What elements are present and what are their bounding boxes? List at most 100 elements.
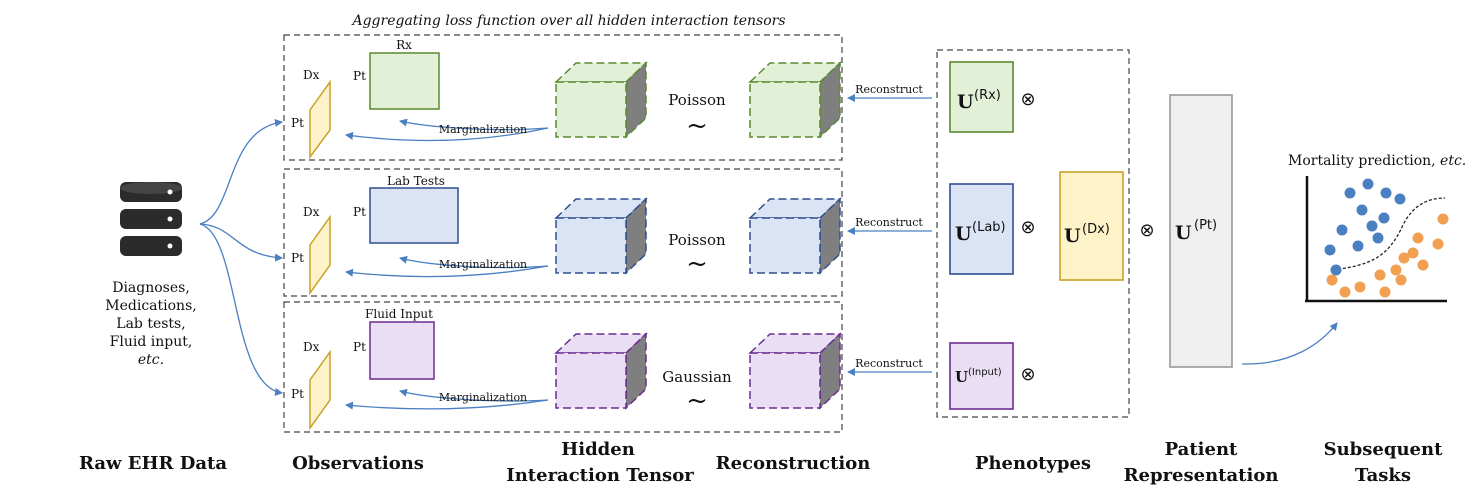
blue-point (1324, 244, 1336, 256)
orange-point (1398, 252, 1410, 264)
dx-phenotype-box (1059, 171, 1124, 281)
stage-patient-line2: Representation (1124, 465, 1279, 486)
blue-point (1380, 187, 1392, 199)
obs-label: Fluid Input (365, 307, 433, 321)
blue-point (1330, 264, 1342, 276)
arrow-db-to-input (199, 223, 283, 396)
patient-sup: (Pt) (1194, 218, 1217, 233)
phenotype-u: U (955, 223, 972, 245)
orange-point (1395, 274, 1407, 286)
orange-point (1354, 281, 1366, 293)
arrow-to-task (1241, 322, 1338, 365)
observation-matrix (369, 187, 459, 244)
phenotype-u: U (957, 91, 974, 113)
raw-data-line: Fluid input, (110, 334, 193, 350)
panel-rx: Dx Pt Pt Rx Poisson ~ Marginalization Re… (291, 38, 1036, 160)
task-title-main: Mortality prediction, (1288, 153, 1440, 169)
orange-point (1407, 247, 1419, 259)
panel-frame-rx (283, 34, 843, 161)
orange-point (1339, 286, 1351, 298)
stage-subsequent-line2: Tasks (1355, 465, 1411, 486)
stage-hidden-line1: Hidden (561, 439, 635, 460)
stage-observations: Observations (292, 453, 424, 474)
panel-input: Dx Pt Pt Fluid Input Gaussian ~ Marginal… (291, 307, 1036, 431)
marginalization-label: Marginalization (439, 123, 527, 136)
otimes-symbol: ⊗ (1139, 220, 1154, 241)
otimes-symbol: ⊗ (1020, 217, 1035, 238)
obs-label: Lab Tests (387, 174, 445, 188)
marginalization-arrow (399, 255, 549, 269)
blue-point (1352, 240, 1364, 252)
phenotype-sup: (Rx) (974, 88, 1001, 103)
dx-phenotype-u: U (1064, 225, 1081, 247)
blue-dots (1324, 178, 1406, 276)
dx-slab (309, 79, 331, 160)
phenotype-u: U (955, 368, 968, 386)
orange-point (1432, 238, 1444, 250)
arrow-db-to-rx (199, 119, 283, 225)
matrix-row-label: Pt (353, 69, 366, 83)
phenotype-sup: (Lab) (972, 220, 1006, 235)
tilde: ~ (686, 111, 708, 141)
otimes-symbol: ⊗ (1020, 89, 1035, 110)
blue-point (1362, 178, 1374, 190)
patient-representation: U (Pt) (1169, 94, 1233, 368)
raw-data-line: Diagnoses, (112, 280, 190, 296)
orange-point (1379, 286, 1391, 298)
raw-data-text: Diagnoses, Medications, Lab tests, Fluid… (105, 280, 196, 368)
hidden-tensor-cube (554, 197, 648, 275)
marginalization-arrow (399, 388, 549, 402)
marginalization-arrow (399, 118, 549, 131)
database-icon (120, 182, 182, 256)
phenotype-box (949, 183, 1014, 275)
obs-label: Rx (396, 38, 412, 52)
blue-point (1394, 193, 1406, 205)
distribution-label: Poisson (668, 91, 726, 109)
stage-labels: Raw EHR Data Observations Hidden Interac… (79, 439, 1443, 486)
reconstruction-cube (748, 332, 842, 410)
patient-box (1169, 94, 1233, 368)
blue-point (1366, 220, 1378, 232)
dx-slab (309, 349, 331, 431)
stage-patient-line1: Patient (1165, 439, 1238, 460)
matrix-row-label: Pt (353, 340, 366, 354)
stage-subsequent-line1: Subsequent (1324, 439, 1443, 460)
matrix-row-label: Pt (353, 205, 366, 219)
arrow-db-to-lab (199, 223, 283, 262)
otimes-symbol: ⊗ (1020, 364, 1035, 385)
dx-phenotype-sup: (Dx) (1082, 222, 1110, 237)
blue-point (1336, 224, 1348, 236)
orange-dots (1326, 213, 1449, 298)
marginalization-arrow (345, 265, 549, 278)
dx-phenotype: U (Dx) (1059, 171, 1124, 281)
decision-boundary (1332, 197, 1446, 271)
stage-reconstruction: Reconstruction (716, 453, 871, 474)
reconstruction-cube (748, 61, 842, 139)
stage-phenotypes: Phenotypes (975, 453, 1091, 474)
hidden-tensor-cube (554, 332, 648, 410)
slab-top-label: Dx (303, 68, 320, 82)
raw-data-line: Lab tests, (116, 316, 185, 332)
reconstruct-label: Reconstruct (855, 216, 923, 229)
dx-slab (309, 214, 331, 296)
observation-matrix (369, 321, 435, 380)
orange-point (1374, 269, 1386, 281)
task-title: Mortality prediction, etc. (1288, 153, 1466, 169)
phenotype-box (949, 342, 1014, 410)
tilde: ~ (686, 386, 708, 416)
patient-u: U (1175, 222, 1192, 244)
blue-point (1372, 232, 1384, 244)
orange-point (1417, 259, 1429, 271)
reconstruct-label: Reconstruct (855, 83, 923, 96)
phenotype-box (949, 61, 1014, 133)
orange-point (1326, 274, 1338, 286)
panel-lab: Dx Pt Pt Lab Tests Poisson ~ Marginaliza… (291, 174, 1036, 296)
phenotype-frame (936, 49, 1130, 418)
orange-point (1412, 232, 1424, 244)
slab-top-label: Dx (303, 340, 320, 354)
distribution-label: Gaussian (662, 368, 732, 386)
distribution-label: Poisson (668, 231, 726, 249)
task-chart: Mortality prediction, etc. (1288, 153, 1466, 303)
slab-bottom-label: Pt (291, 251, 304, 265)
